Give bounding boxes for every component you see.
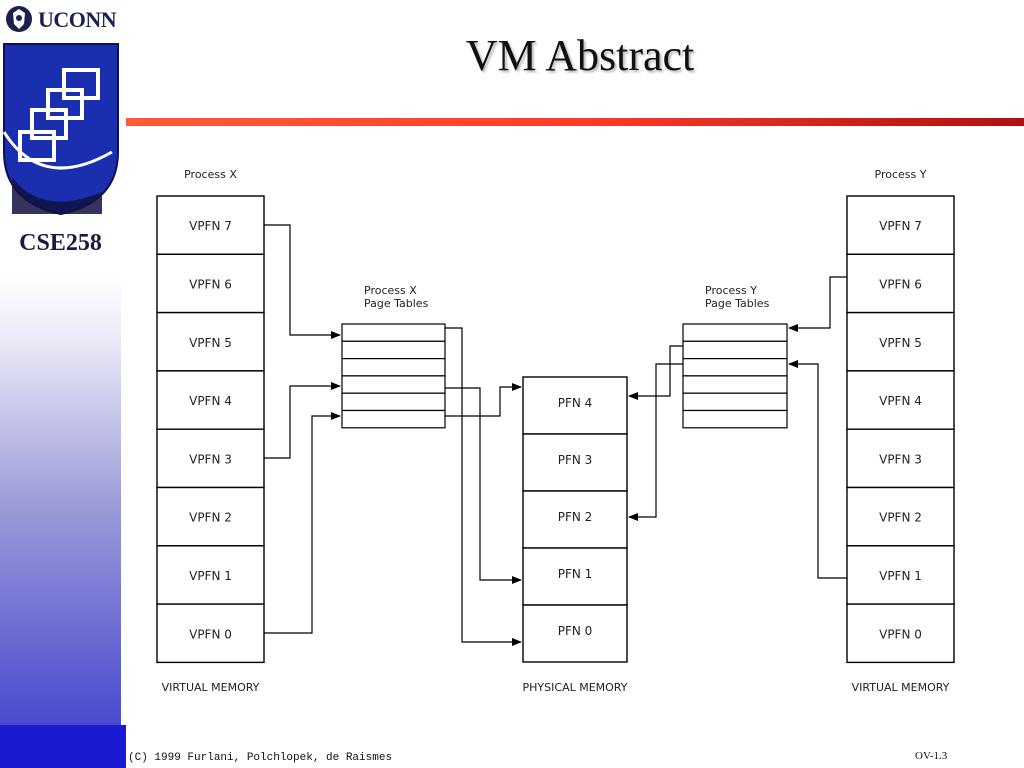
left-page-table-row	[341, 323, 446, 342]
connector-y-vpfn6	[788, 276, 847, 332]
left-vm-frame	[156, 370, 265, 430]
left-vm-frame-label: VPFN 0	[189, 627, 232, 641]
uconn-logo-text: UCONN	[38, 7, 117, 32]
right-page-table-row	[682, 375, 788, 394]
connector-x-vpfn7	[264, 224, 341, 339]
left-vm-frame	[156, 603, 265, 664]
right-vm-frame	[846, 195, 955, 255]
pfn-frame-label: PFN 2	[558, 510, 593, 524]
right-vm-footer: VIRTUAL MEMORY	[852, 681, 950, 694]
left-page-table-row	[341, 358, 446, 377]
left-vm-frame	[156, 545, 265, 605]
sidebar-footer-band	[0, 725, 126, 768]
pfn-frame-label: PFN 1	[558, 567, 593, 581]
right-vm-frame	[846, 428, 955, 489]
connector-x-vpfn0	[264, 412, 341, 634]
left-vm-frame-label: VPFN 6	[189, 277, 232, 291]
right-vm-frame	[846, 486, 955, 547]
pfn-frame	[522, 433, 628, 492]
pfn-frame	[522, 547, 628, 606]
connector-y-pfn2	[628, 363, 683, 521]
right-page-table-row	[682, 392, 788, 412]
left-page-table-label-1: Process X	[364, 284, 417, 297]
left-vm-header: Process X	[184, 168, 237, 181]
course-code: CSE258	[19, 230, 102, 256]
right-vm-header: Process Y	[875, 168, 927, 181]
left-vm-frame	[156, 486, 265, 547]
right-vm-frame	[846, 311, 955, 372]
computer-stack-icon	[18, 68, 100, 162]
left-vm-frame	[156, 195, 265, 255]
physical-memory-footer: PHYSICAL MEMORY	[523, 681, 628, 694]
left-vm-frame-label: VPFN 4	[189, 394, 232, 408]
right-vm-frame	[846, 545, 955, 605]
left-vm-frame-label: VPFN 3	[189, 452, 232, 466]
left-page-table-row	[341, 392, 446, 412]
left-vm-frame-label: VPFN 5	[189, 336, 232, 350]
left-page-table-row	[341, 340, 446, 360]
left-vm-frame	[156, 428, 265, 489]
left-page-table-row	[341, 409, 446, 429]
right-vm-frame-label: VPFN 3	[879, 452, 922, 466]
right-page-table-row	[682, 358, 788, 377]
left-page-table-label-2: Page Tables	[364, 297, 429, 310]
vm-diagram: VPFN 7 VPFN 6 VPFN 5 VPFN 4 VPFN 3 VPFN 2 VPFN…	[140, 150, 970, 710]
right-vm-frame-label: VPFN 6	[879, 277, 922, 291]
right-vm-frame	[846, 370, 955, 430]
right-page-table-row	[682, 323, 788, 342]
pfn-frame-label: PFN 4	[558, 396, 593, 410]
right-page-table-label-1: Process Y	[705, 284, 757, 297]
pfn-frame	[522, 376, 628, 435]
connector-x-pfn1	[445, 387, 522, 584]
connector-x-pfn4	[445, 383, 522, 417]
pfn-frame	[522, 604, 628, 663]
connector-x-vpfn3	[264, 382, 341, 459]
right-vm-frame	[846, 603, 955, 664]
connector-y-vpfn1	[788, 360, 847, 579]
husky-seal-icon	[6, 6, 32, 32]
right-vm-frame-label: VPFN 4	[879, 394, 922, 408]
slide-number: OV-1.3	[915, 750, 948, 762]
left-vm-frame-label: VPFN 2	[189, 511, 232, 525]
connector-y-pfn4	[628, 345, 683, 400]
right-page-table-row	[682, 340, 788, 360]
uconn-logo: UCONN	[4, 4, 118, 34]
vm-diagram-svg: VPFN 7 VPFN 6 VPFN 5 VPFN 4 VPFN 3 VPFN 2 VPFN…	[156, 168, 955, 694]
right-vm-frame-label: VPFN 7	[879, 219, 922, 233]
right-page-table-row	[682, 409, 788, 429]
right-vm-frame-label: VPFN 2	[879, 511, 922, 525]
pfn-frame	[522, 490, 628, 549]
title-rule	[126, 118, 1024, 126]
left-vm-frame-label: VPFN 1	[189, 569, 232, 583]
left-page-table-row	[341, 375, 446, 394]
pfn-frame-label: PFN 0	[558, 624, 593, 638]
right-page-table-label-2: Page Tables	[705, 297, 770, 310]
left-vm-frame	[156, 311, 265, 372]
left-vm-frame	[156, 253, 265, 314]
left-vm-frame-label: VPFN 7	[189, 219, 232, 233]
connector-x-pfn0	[445, 327, 522, 646]
slide-title: VM Abstract	[465, 31, 695, 80]
copyright: (C) 1999 Furlani, Polchlopek, de Raismes	[128, 752, 393, 764]
right-vm-frame-label: VPFN 1	[879, 569, 922, 583]
pfn-frame-label: PFN 3	[558, 453, 593, 467]
left-vm-footer: VIRTUAL MEMORY	[162, 681, 260, 694]
department-shield	[2, 42, 120, 217]
right-vm-frame	[846, 253, 955, 314]
right-vm-frame-label: VPFN 5	[879, 336, 922, 350]
right-vm-frame-label: VPFN 0	[879, 627, 922, 641]
